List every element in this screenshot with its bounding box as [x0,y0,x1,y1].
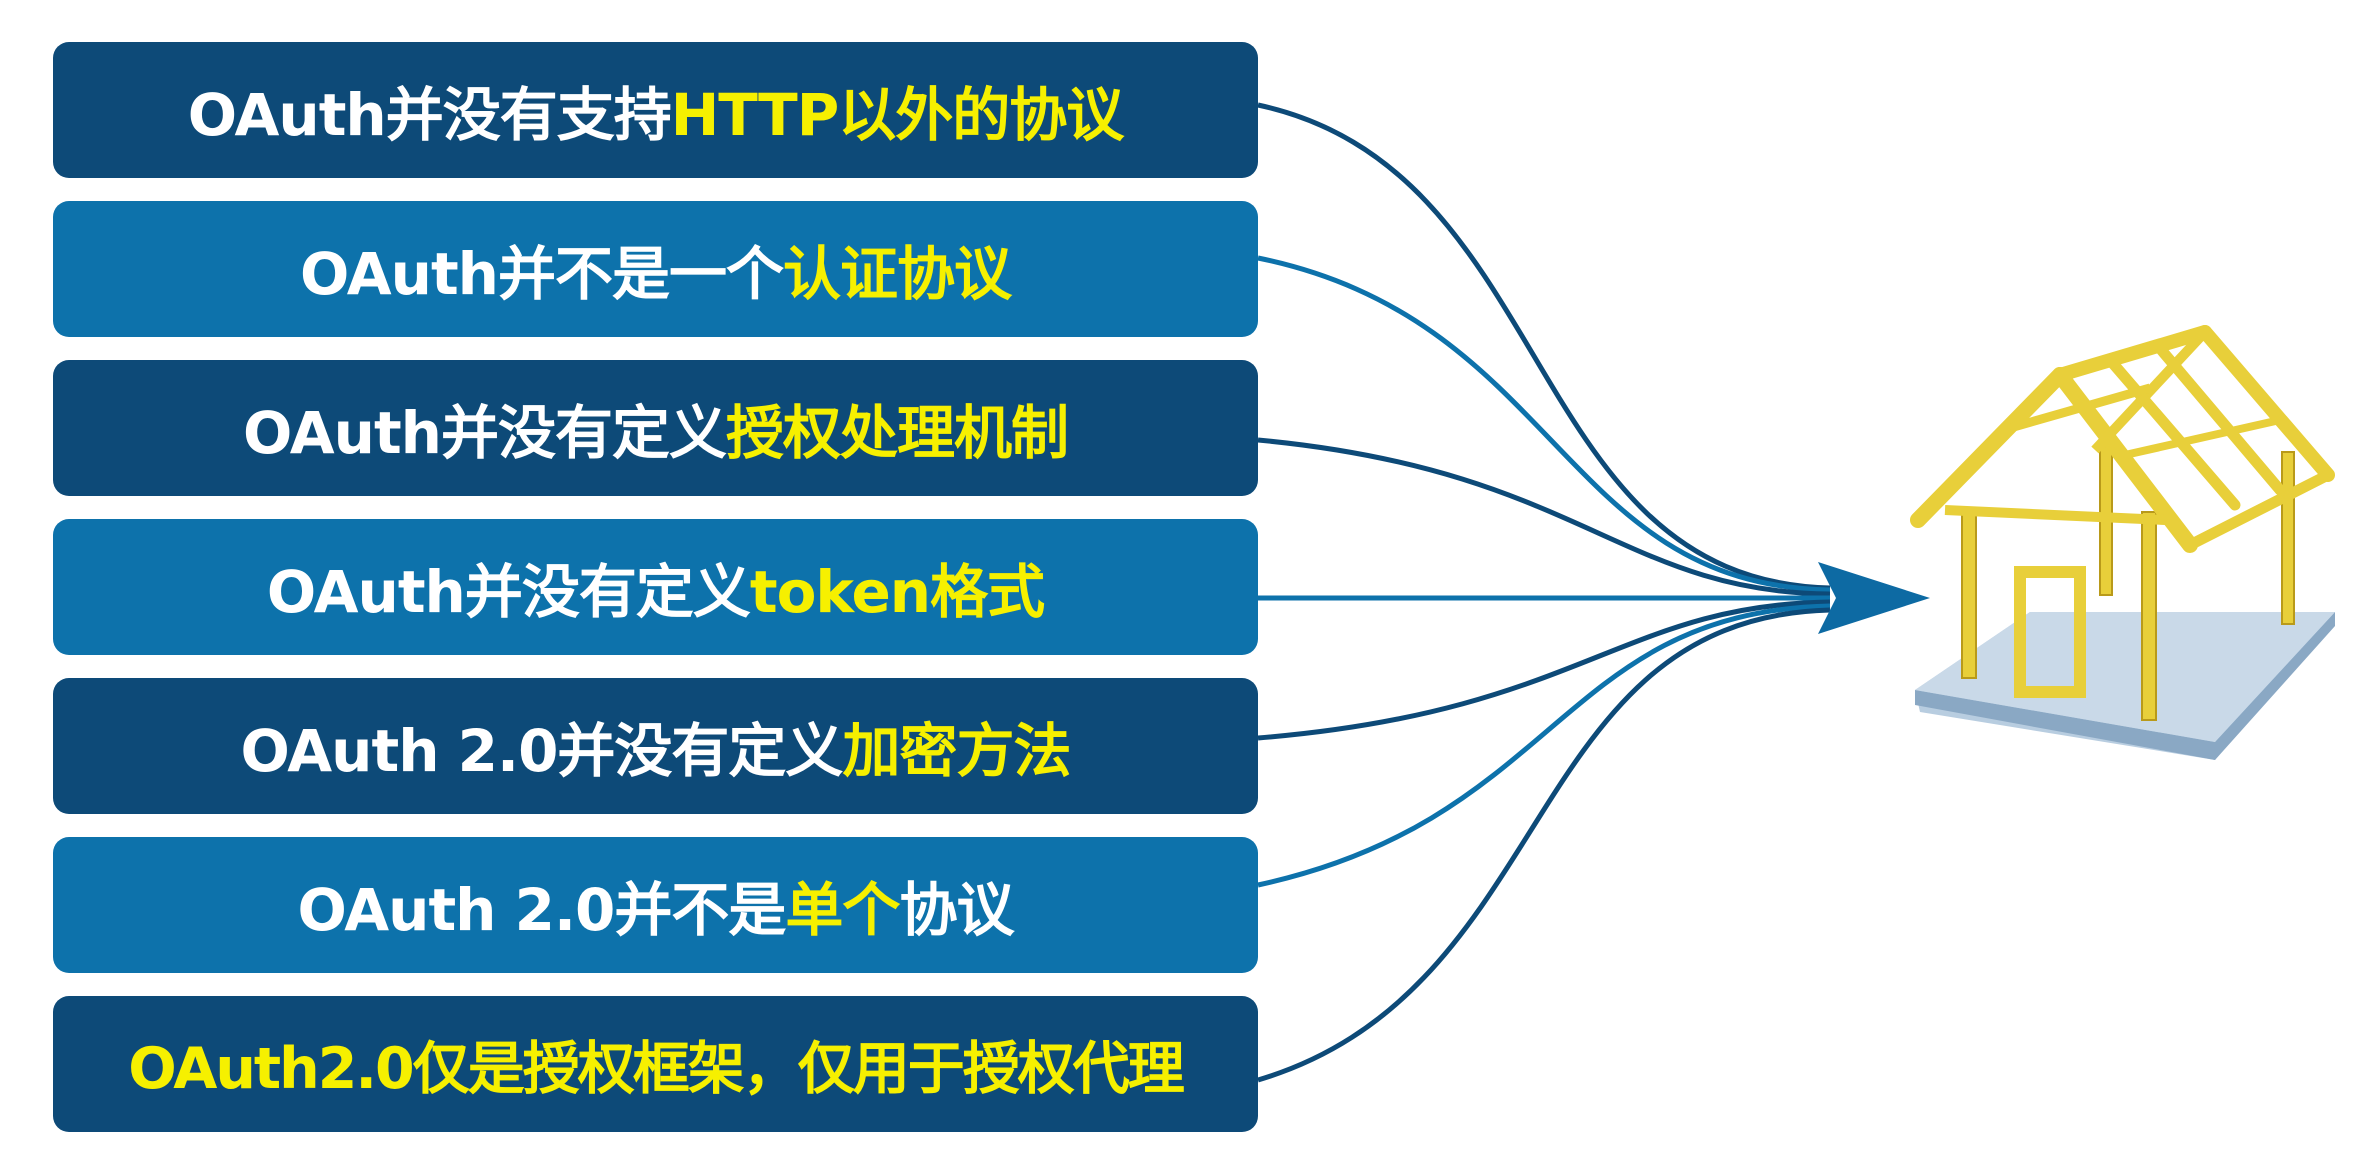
connector-line [1257,255,1831,593]
highlight-text: 认证协议 [782,240,1012,308]
statement-bar: OAuth并不是一个认证协议 [53,201,1258,337]
highlight-text: 加密方法 [842,717,1071,785]
highlight-text: OAuth2.0仅是授权框架，仅用于授权代理 [128,1036,1184,1102]
statement-text: OAuth 2.0并没有定义加密方法 [240,704,1072,788]
statement-text: OAuth2.0仅是授权框架，仅用于授权代理 [128,1023,1184,1105]
statement-bar: OAuth并没有支持HTTP以外的协议 [53,42,1258,178]
statement-text: OAuth 2.0并不是单个协议 [297,863,1015,947]
plain-text: OAuth并没有定义 [266,558,751,626]
statement-bar: OAuth并没有定义token格式 [53,519,1258,655]
highlight-text: token格式 [749,558,1045,626]
house-frame-icon [1910,325,2335,760]
plain-text: OAuth 2.0并没有定义 [240,717,844,785]
plain-text: OAuth并不是一个 [300,240,784,308]
statement-text: OAuth并不是一个认证协议 [300,227,1012,311]
statement-text: OAuth并没有定义授权处理机制 [243,386,1069,470]
statement-bar: OAuth 2.0并没有定义加密方法 [53,678,1258,814]
statement-text: OAuth并没有支持HTTP以外的协议 [187,68,1125,152]
highlight-text: HTTP以外的协议 [670,81,1125,149]
highlight-text: 单个 [785,876,900,944]
statement-bar: OAuth并没有定义授权处理机制 [53,360,1258,496]
connector-line [1257,603,1831,888]
plain-text: OAuth并没有支持 [187,81,672,149]
plain-text: OAuth 2.0并不是 [297,876,787,944]
statement-bar: OAuth2.0仅是授权框架，仅用于授权代理 [53,996,1258,1132]
connector-line [1257,599,1831,741]
connector-line [1257,607,1831,1083]
plain-text: OAuth并没有定义 [243,399,727,467]
statement-text: OAuth并没有定义token格式 [266,545,1045,629]
connector-line [1257,437,1831,597]
statement-bar: OAuth 2.0并不是单个协议 [53,837,1258,973]
arrow-head-icon [1818,562,1930,634]
connector-line [1257,102,1831,591]
highlight-text: 授权处理机制 [725,399,1069,467]
plain-text: 协议 [899,876,1014,944]
